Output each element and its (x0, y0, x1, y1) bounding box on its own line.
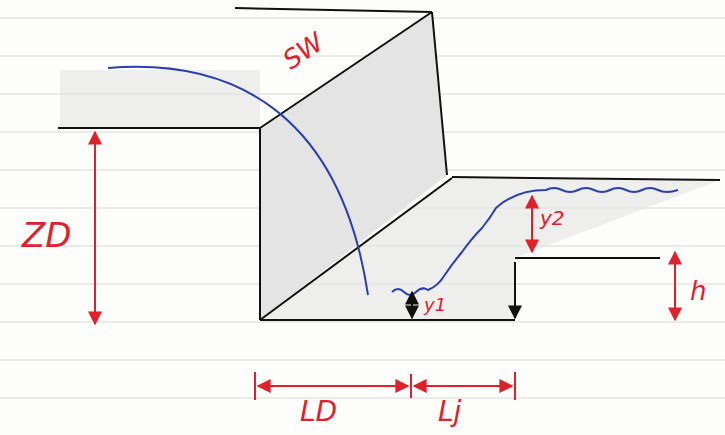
dimension-label: ZD (22, 218, 71, 252)
water-surface (108, 67, 678, 295)
dimension-label: LD (300, 398, 337, 426)
dimension-label: h (690, 278, 706, 304)
dimension-label: y1 (424, 296, 446, 314)
structure-lines (58, 8, 720, 320)
dimension-label: SW (278, 28, 328, 73)
dimension-label: y2 (540, 208, 565, 228)
dimension-label: Lj (438, 398, 461, 426)
shading (60, 12, 720, 320)
dimension-lines (95, 132, 675, 400)
